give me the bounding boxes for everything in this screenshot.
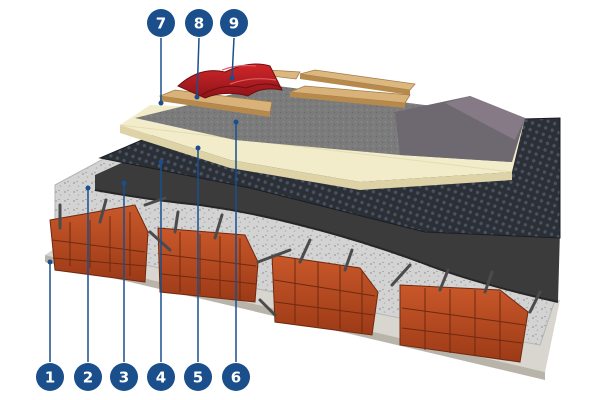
callout-9: 9 [220, 9, 248, 37]
counter-battens-layer [158, 85, 411, 117]
leader-8 [196, 37, 200, 98]
callout-5-label: 5 [193, 369, 203, 387]
callout-6-label: 6 [231, 369, 241, 387]
callout-7: 7 [147, 9, 175, 37]
callout-8: 8 [185, 9, 213, 37]
callout-1-label: 1 [45, 369, 55, 387]
callout-3-label: 3 [119, 369, 129, 387]
callout-6: 6 [222, 363, 250, 391]
bitumen-layer [94, 150, 560, 303]
callout-4-label: 4 [156, 369, 166, 387]
roof-tiles-layer [177, 63, 283, 99]
callout-badges: 1 2 3 4 5 6 7 8 [36, 9, 250, 391]
hollow-brick [399, 284, 529, 363]
leader-dots [47, 75, 239, 265]
hollow-brick [157, 227, 259, 303]
callout-leaders [49, 37, 237, 362]
rebar-rods [58, 196, 542, 317]
callout-8-label: 8 [194, 15, 204, 33]
callout-9-label: 9 [229, 15, 239, 33]
callout-3: 3 [110, 363, 138, 391]
callout-1: 1 [36, 363, 64, 391]
leader-9 [231, 37, 235, 79]
callout-2: 2 [74, 363, 102, 391]
callout-5: 5 [184, 363, 212, 391]
callout-4: 4 [147, 363, 175, 391]
callout-7-label: 7 [156, 15, 166, 33]
callout-2-label: 2 [83, 369, 93, 387]
